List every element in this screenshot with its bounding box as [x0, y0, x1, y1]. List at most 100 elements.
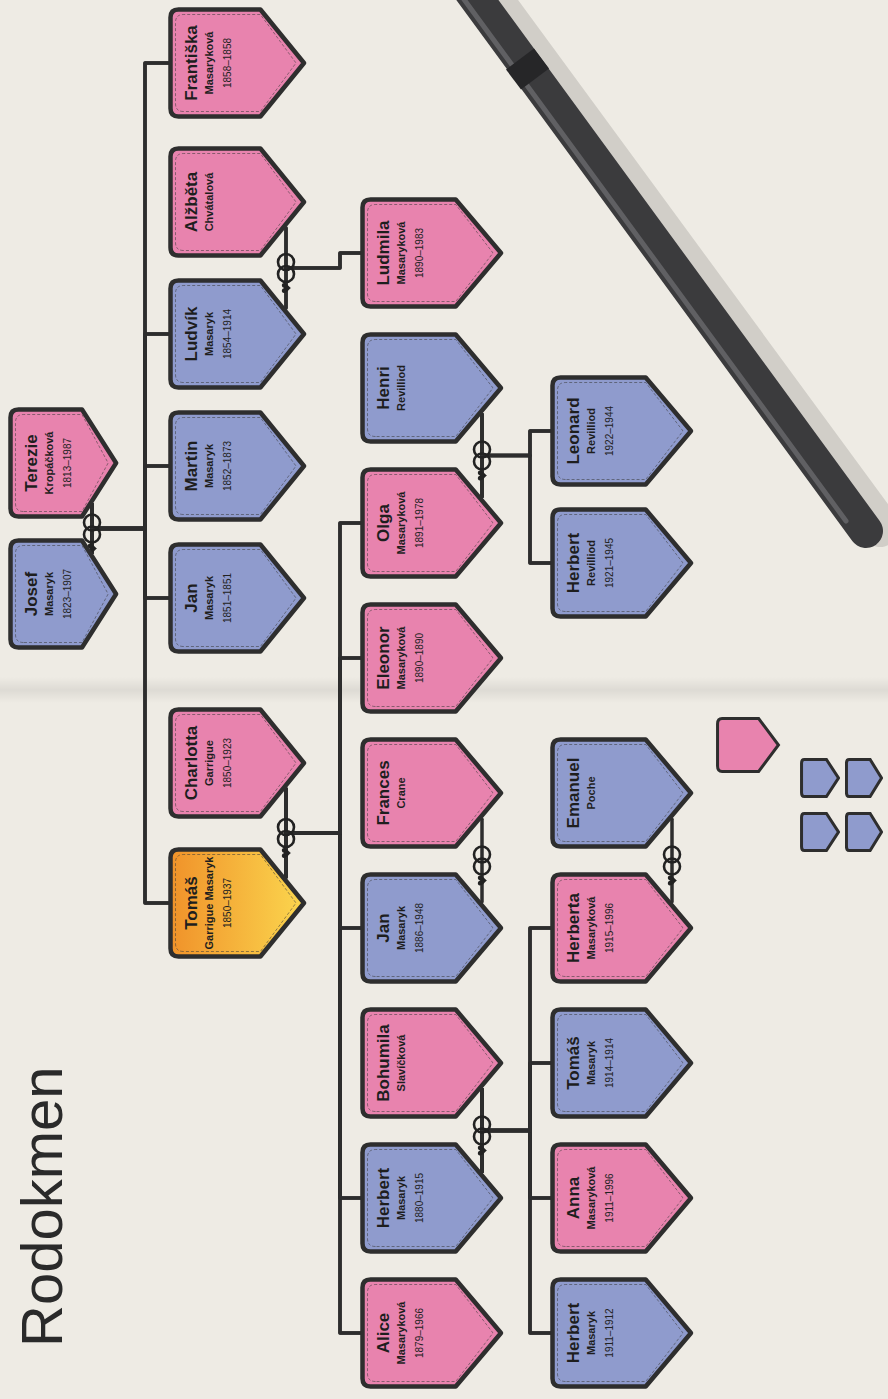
family-line: [482, 928, 552, 1131]
first-name: Martin: [182, 418, 202, 514]
life-dates: 1850–1923: [222, 715, 234, 811]
life-dates: 1911–1912: [604, 1285, 616, 1381]
first-name: Františka: [182, 15, 202, 111]
surname: Masaryková: [585, 880, 598, 976]
wedding-rings: [474, 1117, 490, 1156]
wedding-rings: [278, 819, 294, 858]
person-shield: HerbertMasaryk 1880–1915: [360, 1142, 505, 1254]
person-shield: AlžbětaChvátalová: [168, 146, 308, 258]
surname: Revilliod: [395, 340, 408, 436]
first-name: Alice: [374, 1285, 394, 1381]
first-name: Charlotta: [182, 715, 202, 811]
surname: Masaryk: [203, 550, 216, 646]
family-line: [482, 1089, 552, 1198]
first-name: Frances: [374, 745, 394, 841]
shield-text: FrantiškaMasaryková1858–1858: [168, 7, 234, 119]
family-line: [286, 228, 362, 268]
surname: Masaryková: [395, 205, 408, 301]
first-name: Olga: [374, 475, 394, 571]
life-dates: 1890–1890: [414, 610, 426, 706]
surname: Masaryk: [395, 1150, 408, 1246]
person-shield: HerbertaMasaryková1915–1996: [550, 872, 695, 984]
life-dates: 1922–1944: [604, 383, 616, 479]
person-shield: FrancesCrane: [360, 737, 505, 849]
shield-text: HerbertaMasaryková1915–1996: [550, 872, 616, 984]
surname: Masaryk: [395, 880, 408, 976]
surname: Masaryková: [395, 1285, 408, 1381]
surname: Slavíčková: [395, 1015, 408, 1111]
wedding-rings: [278, 254, 294, 293]
shield-text: JanMasaryk 1851–1851: [168, 542, 234, 654]
surname: Revilliod: [585, 383, 598, 479]
shield-text: HerbertRevilliod1921–1945: [550, 507, 616, 619]
life-dates: 1851–1851: [222, 550, 234, 646]
first-name: Herbert: [564, 1285, 584, 1381]
shield-text: AliceMasaryková1879–1966: [360, 1277, 426, 1389]
person-shield: LudvíkMasaryk1854–1914: [168, 278, 308, 390]
family-line: [482, 1063, 552, 1172]
shield-text: JosefMasaryk1823–1907: [8, 538, 74, 650]
first-name: Bohumila: [374, 1015, 394, 1111]
surname: Kropáčková: [43, 415, 56, 511]
person-shield: AnnaMasaryková1911–1996: [550, 1142, 695, 1254]
life-dates: 1880–1915: [414, 1150, 426, 1246]
surname: Chvátalová: [203, 154, 216, 250]
surname: Masaryk: [585, 1015, 598, 1111]
first-name: Eleonor: [374, 610, 394, 706]
surname: Masaryková: [203, 15, 216, 111]
first-name: Herberta: [564, 880, 584, 976]
shield-text: MartinMasaryk1852–1873: [168, 410, 234, 522]
wedding-rings: [474, 847, 490, 886]
person-shield: TerezieKropáčková1813–1987: [8, 407, 120, 519]
first-name: Jan: [182, 550, 202, 646]
life-dates: 1891–1978: [414, 475, 426, 571]
wedding-rings: [664, 847, 680, 886]
family-line: [482, 414, 552, 455]
shield-text: FrancesCrane: [360, 737, 408, 849]
person-shield: CharlottaGarrigue1850–1923: [168, 707, 308, 819]
first-name: Tomáš: [182, 855, 202, 951]
surname: Masaryková: [395, 610, 408, 706]
shield-text: HerbertMasaryk 1880–1915: [360, 1142, 426, 1254]
shield-text: EleonorMasaryková 1890–1890: [360, 602, 426, 714]
page-title: Rodokmen: [10, 1067, 74, 1347]
person-shield: HerbertRevilliod1921–1945: [550, 507, 695, 619]
shield-text: AlžbětaChvátalová: [168, 146, 216, 258]
child-shield: [802, 760, 839, 797]
child-shield: [846, 760, 881, 797]
family-line: [482, 431, 552, 497]
life-dates: 1886–1948: [414, 880, 426, 976]
shield-text: HerbertMasaryk1911–1912: [550, 1277, 616, 1389]
person-shield: HerbertMasaryk1911–1912: [550, 1277, 695, 1389]
person-shield: AliceMasaryková1879–1966: [360, 1277, 505, 1389]
family-line: [286, 658, 362, 833]
life-dates: 1813–1987: [62, 415, 74, 511]
family-line: [92, 334, 170, 529]
family-line: [286, 523, 362, 833]
surname: Masaryková: [395, 475, 408, 571]
shield-text: LudmilaMasaryková1890–1983: [360, 197, 426, 309]
pen: [452, 0, 880, 531]
first-name: Herbert: [564, 515, 584, 611]
shield-text: AnnaMasaryková1911–1996: [550, 1142, 616, 1254]
first-name: Ludmila: [374, 205, 394, 301]
child-shield: [802, 814, 839, 851]
family-line: [286, 523, 362, 877]
person-shield: EleonorMasaryková 1890–1890: [360, 602, 505, 714]
person-shield: JanMasaryk 1851–1851: [168, 542, 308, 654]
life-dates: 1911–1996: [604, 1150, 616, 1246]
shield-text: LeonardRevilliod1922–1944: [550, 375, 616, 487]
person-shield: TomášMasaryk1914–1914: [550, 1007, 695, 1119]
surname: Masaryk: [203, 418, 216, 514]
shield-text: HenriRevilliod: [360, 332, 408, 444]
first-name: Herbert: [374, 1150, 394, 1246]
life-dates: 1921–1945: [604, 515, 616, 611]
family-line: [480, 819, 484, 902]
shield-text: TomášGarrigue Masaryk1850–1937: [168, 847, 234, 959]
shield-text: OlgaMasaryková 1891–1978: [360, 467, 426, 579]
family-line: [286, 833, 362, 1198]
first-name: Alžběta: [182, 154, 202, 250]
wedding-rings: [474, 442, 490, 481]
surname: Crane: [395, 745, 408, 841]
